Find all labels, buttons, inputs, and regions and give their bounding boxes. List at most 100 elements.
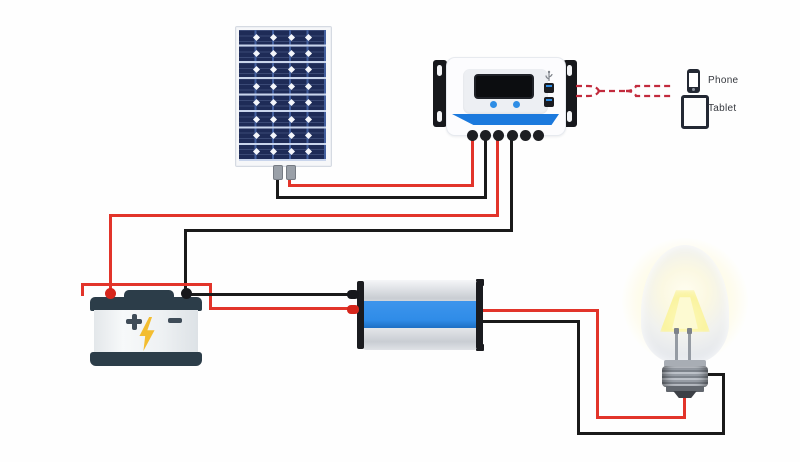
wire-battery-inverter-positive <box>81 283 212 286</box>
screw-slot <box>567 65 572 76</box>
usb-port-1[interactable] <box>544 83 554 93</box>
controller-mount-bracket-right <box>563 60 577 127</box>
wire-controller-battery-positive <box>496 135 499 217</box>
panel-cell-diamond <box>252 148 260 156</box>
panel-cell-diamond <box>270 66 278 74</box>
panel-cell-diamond <box>270 148 278 156</box>
panel-cell-diamond <box>287 82 295 90</box>
controller-mount-bracket-left <box>433 60 447 127</box>
panel-cell-diamond <box>270 99 278 107</box>
wire-battery-inverter-positive <box>209 283 212 310</box>
panel-cell-diamond <box>270 115 278 123</box>
panel-cell-diamond <box>252 131 260 139</box>
panel-cell-diamond <box>287 99 295 107</box>
tablet-label: Tablet <box>708 103 737 114</box>
panel-cell-diamond <box>270 82 278 90</box>
inverter-dc-negative-knob <box>347 290 359 299</box>
controller-terminal-3 <box>493 130 504 141</box>
controller-button-right[interactable] <box>513 101 520 108</box>
battery-top-bar <box>90 297 202 311</box>
inverter-end-cap-left <box>357 281 364 349</box>
controller-terminal-2 <box>480 130 491 141</box>
panel-cell-diamond <box>252 99 260 107</box>
panel-cell-diamond <box>305 99 313 107</box>
panel-cell-diamond <box>305 148 313 156</box>
panel-cell-diamond <box>252 33 260 41</box>
phone-icon <box>687 69 700 93</box>
wire-controller-battery-positive <box>109 214 112 297</box>
wire-pv-positive <box>288 175 291 187</box>
wire-controller-battery-negative <box>510 135 513 232</box>
panel-cell-diamond <box>305 115 313 123</box>
wire-controller-battery-negative <box>184 229 513 232</box>
panel-cell-diamond <box>252 50 260 58</box>
controller-lcd-display <box>474 74 534 99</box>
panel-cell-diamond <box>287 115 295 123</box>
wire-pv-positive <box>471 135 474 187</box>
panel-cell-diamond <box>305 50 313 58</box>
inverter-end-cap-right <box>476 281 483 349</box>
screw-slot <box>437 65 442 76</box>
solar-panel-cells <box>239 30 326 161</box>
panel-cell-diamond <box>305 82 313 90</box>
wire-inverter-bulb-black <box>577 320 580 435</box>
bulb-filament-post <box>675 330 678 363</box>
bulb-filament-post <box>688 330 691 363</box>
wire-pv-negative <box>276 196 487 199</box>
bulb-screw-base <box>662 366 708 387</box>
panel-cell-diamond <box>305 66 313 74</box>
panel-cell-diamond <box>270 50 278 58</box>
controller-blue-trim <box>452 114 559 125</box>
inverter-blue-band <box>363 301 477 328</box>
phone-label: Phone <box>708 75 739 86</box>
bulb-filament-bead <box>674 328 679 334</box>
wire-pv-positive <box>288 184 474 187</box>
controller-button-left[interactable] <box>490 101 497 108</box>
bulb-base-collar <box>664 360 706 367</box>
wire-battery-inverter-positive <box>209 307 354 310</box>
usb-icon <box>545 70 553 81</box>
wire-controller-battery-positive <box>109 214 499 217</box>
wire-battery-inverter-negative <box>188 293 354 296</box>
controller-terminal-6 <box>533 130 544 141</box>
wire-inverter-bulb-red <box>596 309 599 419</box>
panel-cell-diamond <box>287 148 295 156</box>
panel-cell-diamond <box>252 115 260 123</box>
panel-cell-diamond <box>252 66 260 74</box>
screw-slot <box>567 111 572 122</box>
wire-battery-inverter-positive <box>81 283 84 296</box>
panel-cell-diamond <box>252 82 260 90</box>
tablet-icon <box>681 95 709 129</box>
panel-cell-diamond <box>270 131 278 139</box>
battery-negative-terminal <box>181 288 192 299</box>
bulb-filament-bead <box>687 328 692 334</box>
panel-cell-diamond <box>305 33 313 41</box>
usb-port-2[interactable] <box>544 97 554 107</box>
wire-inverter-bulb-black <box>722 373 725 435</box>
controller-terminal-5 <box>520 130 531 141</box>
wire-inverter-bulb-red <box>596 416 686 419</box>
screw-slot <box>437 111 442 122</box>
solar-panel-connector-negative <box>273 165 283 180</box>
wire-pv-negative <box>276 175 279 199</box>
panel-cell-diamond <box>287 66 295 74</box>
wire-inverter-bulb-black <box>577 432 725 435</box>
battery-positive-terminal <box>105 288 116 299</box>
panel-cell-diamond <box>287 33 295 41</box>
phone-screen <box>689 73 698 87</box>
wire-inverter-bulb-black <box>705 373 725 376</box>
solar-panel <box>235 26 332 167</box>
bulb-base-tip <box>673 391 697 398</box>
panel-cell-diamond <box>270 33 278 41</box>
battery-bottom-bar <box>90 352 202 366</box>
panel-cell-diamond <box>287 131 295 139</box>
panel-cell-diamond <box>287 50 295 58</box>
controller-terminal-1 <box>467 130 478 141</box>
wire-pv-negative <box>484 135 487 199</box>
phone-home-button <box>692 88 695 91</box>
bulb-base-lower <box>666 386 704 392</box>
wire-controller-battery-negative <box>184 229 187 297</box>
wire-inverter-bulb-red <box>683 393 686 419</box>
panel-cell-diamond <box>305 131 313 139</box>
